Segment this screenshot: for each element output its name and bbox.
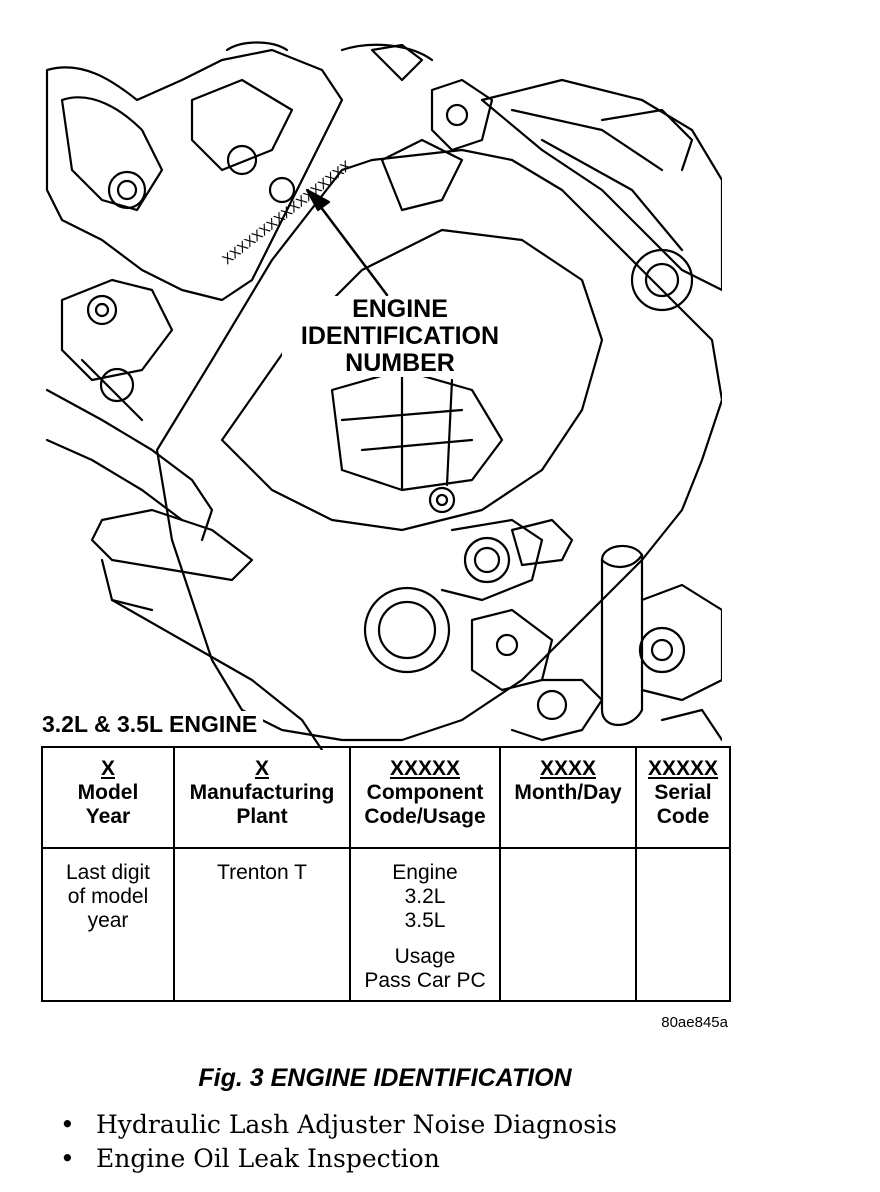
engine-illustration: XXXXXXXXXXXXXXXXX: [45, 41, 722, 750]
cell-text: 3.5L: [404, 909, 446, 932]
cell-text: Pass Car PC: [364, 969, 486, 992]
list-item: • Hydraulic Lash Adjuster Noise Diagnosis: [60, 1108, 617, 1142]
header-label: Month/Day: [514, 781, 622, 804]
cell-month-day: [499, 847, 637, 1002]
header-label: Code/Usage: [364, 805, 486, 828]
callout-line: ENGINE: [352, 295, 448, 323]
code-placeholder: X: [100, 757, 115, 780]
cell-text: Trenton T: [217, 861, 307, 884]
cell-text: year: [87, 909, 129, 932]
cell-manufacturing-plant: Trenton T: [173, 847, 351, 1002]
cell-text: 3.2L: [404, 885, 446, 908]
engine-heading: 3.2L & 3.5L ENGINE: [42, 711, 264, 738]
header-label: Serial: [654, 781, 712, 804]
list-item: • Engine Oil Leak Inspection: [60, 1142, 617, 1176]
cell-text: Engine: [392, 861, 458, 884]
bullet-list: • Hydraulic Lash Adjuster Noise Diagnosis…: [60, 1108, 617, 1176]
header-label: Model: [77, 781, 139, 804]
engine-id-table: X Model Year X Manufacturing Plant XXXXX…: [41, 746, 731, 1002]
table-header-row: X Model Year X Manufacturing Plant XXXXX…: [41, 746, 731, 849]
header-label: Manufacturing: [189, 781, 335, 804]
header-cell-manufacturing-plant: X Manufacturing Plant: [173, 746, 351, 849]
header-label: Year: [85, 805, 131, 828]
table-row: Last digit of model year Trenton T Engin…: [41, 847, 731, 1002]
code-placeholder: X: [254, 757, 269, 780]
code-placeholder: XXXX: [539, 757, 597, 780]
list-item-text: Hydraulic Lash Adjuster Noise Diagnosis: [96, 1110, 617, 1139]
cell-text: Last digit: [65, 861, 151, 884]
callout-line: NUMBER: [345, 349, 455, 377]
engine-id-callout: ENGINE IDENTIFICATION NUMBER: [282, 296, 518, 377]
cell-text: of model: [67, 885, 149, 908]
header-cell-component-code: XXXXX Component Code/Usage: [349, 746, 501, 849]
header-cell-serial-code: XXXXX Serial Code: [635, 746, 731, 849]
bullet-icon: •: [60, 1144, 75, 1173]
list-item-text: Engine Oil Leak Inspection: [96, 1144, 440, 1173]
header-label: Code: [656, 805, 710, 828]
header-label: Plant: [236, 805, 288, 828]
figure-caption: Fig. 3 ENGINE IDENTIFICATION: [198, 1064, 572, 1092]
header-cell-model-year: X Model Year: [41, 746, 175, 849]
header-label: Component: [366, 781, 484, 804]
cell-model-year: Last digit of model year: [41, 847, 175, 1002]
callout-line: IDENTIFICATION: [300, 322, 500, 350]
figure-code: 80ae845a: [661, 1014, 728, 1031]
bullet-icon: •: [60, 1110, 75, 1139]
cell-text: Usage: [394, 945, 456, 968]
header-cell-month-day: XXXX Month/Day: [499, 746, 637, 849]
cell-serial-code: [635, 847, 731, 1002]
code-placeholder: XXXXX: [647, 757, 719, 780]
code-placeholder: XXXXX: [389, 757, 461, 780]
cell-component-code: Engine 3.2L 3.5L Usage Pass Car PC: [349, 847, 501, 1002]
